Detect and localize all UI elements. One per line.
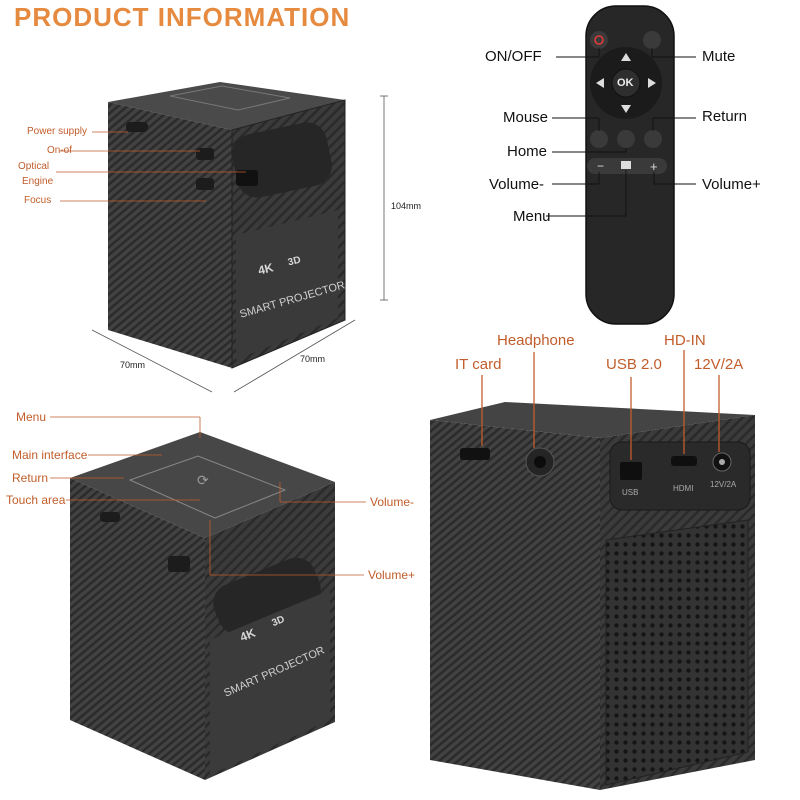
remote-label-menu: Menu [513,208,551,225]
panel3-leader-lines [50,416,366,576]
label-menu: Menu [16,410,47,424]
remote-illustration: − + [480,0,800,330]
panel4-leader-lines [481,350,720,460]
panel1-leader-lines [56,131,246,202]
label-focus: Focus [24,195,52,206]
dimension-width-right: 70mm [300,354,326,364]
label-touch-area: Touch area [6,493,66,507]
port-text-dc: 12V/2A [710,480,737,489]
remote-label-volume-plus: Volume+ [702,176,761,193]
projector-top-illustration: ⟳ [70,432,335,780]
label-return: Return [12,471,49,485]
svg-text:+: + [650,159,658,174]
remote-leader-lines [546,48,696,217]
port-text-usb: USB [622,488,639,497]
page-title: PRODUCT INFORMATION [14,2,351,32]
remote-ok-button: OK [617,77,634,89]
label-volume-minus: Volume- [370,495,415,509]
remote-label-return: Return [702,108,748,125]
svg-text:⟳: ⟳ [197,472,209,488]
port-text-hdmi: HDMI [673,484,694,493]
projector-front-body [108,82,346,369]
label-engine: Engine [22,176,54,187]
remote-label-mute: Mute [702,48,736,65]
label-power-supply: Power supply [27,126,88,137]
dimension-lines [91,95,388,393]
label-headphone: Headphone [497,332,575,349]
label-optical: Optical [18,161,50,172]
label-hd-in: HD-IN [664,332,706,349]
remote-label-mouse: Mouse [503,109,549,126]
label-on-off: On-of [47,145,73,156]
remote-label-volume-minus: Volume- [489,176,545,193]
remote-label-home: Home [507,143,548,160]
svg-text:−: − [597,159,604,173]
dimension-height: 104mm [391,201,422,211]
projector-back-illustration [430,402,755,790]
label-main-interface: Main interface [12,448,88,462]
label-it-card: IT card [455,356,502,373]
label-power: 12V/2A [694,356,744,373]
label-volume-plus: Volume+ [368,568,416,582]
label-usb: USB 2.0 [606,356,662,373]
remote-label-on-off: ON/OFF [485,48,542,65]
dimension-width-left: 70mm [120,360,146,370]
